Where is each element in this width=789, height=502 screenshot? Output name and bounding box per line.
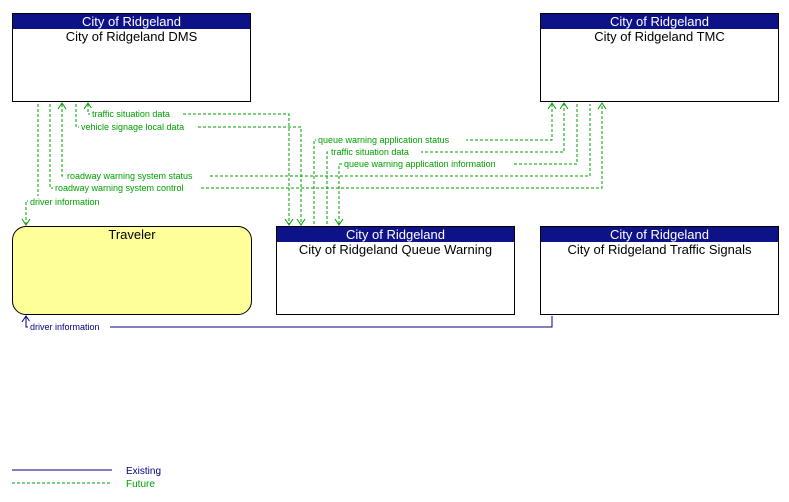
flow-roadway-warning-system-status bbox=[61, 104, 591, 177]
tmc-name: City of Ridgeland TMC bbox=[594, 29, 725, 44]
label-driver-information-existing: driver information bbox=[30, 322, 100, 332]
traffic-signals-name: City of Ridgeland Traffic Signals bbox=[567, 242, 752, 257]
dms-owner: City of Ridgeland bbox=[13, 14, 250, 29]
flow-roadway-warning-system-control bbox=[49, 104, 603, 189]
queue-warning-name: City of Ridgeland Queue Warning bbox=[298, 242, 493, 257]
label-roadway-warning-system-control: roadway warning system control bbox=[55, 183, 184, 193]
flow-traffic-situation-data-dms bbox=[87, 104, 290, 224]
flow-queue-warning-application-information bbox=[338, 104, 578, 224]
label-vehicle-signage-local-data: vehicle signage local data bbox=[81, 122, 184, 132]
queue-warning-owner: City of Ridgeland bbox=[277, 227, 514, 242]
dms-name: City of Ridgeland DMS bbox=[65, 29, 198, 44]
legend-future-label: Future bbox=[126, 479, 155, 490]
legend-existing-label: Existing bbox=[126, 466, 161, 477]
label-traffic-situation-data-2: traffic situation data bbox=[331, 147, 409, 157]
queue-warning-box: City of Ridgeland City of Ridgeland Queu… bbox=[276, 226, 515, 315]
traffic-signals-box: City of Ridgeland City of Ridgeland Traf… bbox=[540, 226, 779, 315]
dms-box: City of Ridgeland City of Ridgeland DMS bbox=[12, 13, 251, 102]
traffic-signals-owner: City of Ridgeland bbox=[541, 227, 778, 242]
label-traffic-situation-data-1: traffic situation data bbox=[92, 109, 170, 119]
label-roadway-warning-system-status: roadway warning system status bbox=[67, 171, 193, 181]
traveler-name: Traveler bbox=[108, 227, 156, 242]
label-driver-information-future: driver information bbox=[30, 197, 100, 207]
tmc-box: City of Ridgeland City of Ridgeland TMC bbox=[540, 13, 779, 102]
flow-driver-information-existing bbox=[25, 316, 553, 328]
label-queue-warning-application-information: queue warning application information bbox=[344, 159, 496, 169]
label-queue-warning-application-status: queue warning application status bbox=[318, 135, 450, 145]
tmc-owner: City of Ridgeland bbox=[541, 14, 778, 29]
traveler-box: Traveler bbox=[12, 226, 252, 315]
